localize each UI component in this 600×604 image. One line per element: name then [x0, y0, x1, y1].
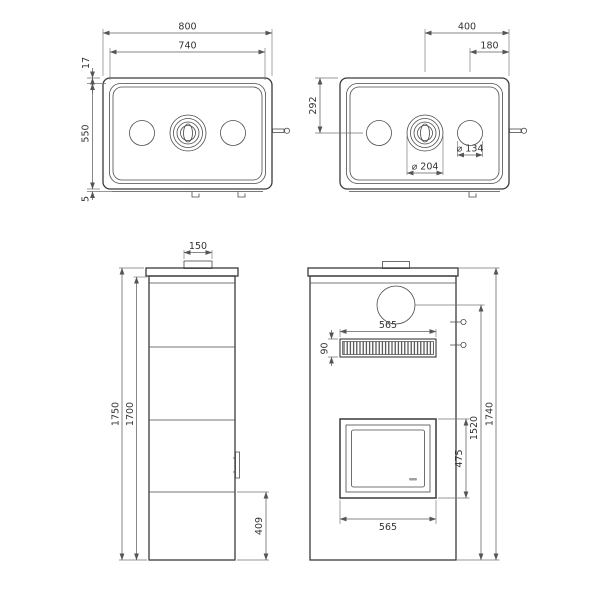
- dim-label-outlet-diameter: ⌀ 134: [457, 144, 484, 155]
- top-plate-edge: [145, 267, 239, 277]
- left-ring-circle: [129, 120, 155, 146]
- dim-label-409: 409: [254, 517, 265, 535]
- ext-lines-1740: [456, 267, 500, 561]
- door-handle-rod: [272, 127, 290, 134]
- control-knob-top: [460, 318, 467, 325]
- control-knob-bottom: [460, 341, 467, 348]
- ext-lines-740: [109, 48, 266, 80]
- ext-lines-800: [102, 29, 273, 76]
- dim-label-grille-width: 565: [379, 320, 397, 331]
- top-view-left: [102, 77, 290, 198]
- dim-label-17: 17: [81, 57, 92, 69]
- stove-body: [148, 275, 236, 561]
- ext-lines-292: [315, 77, 363, 134]
- flue-outlet-rings: [406, 114, 444, 152]
- door-handle-side: [233, 451, 240, 479]
- stove-door: [339, 418, 437, 499]
- ext-lines-400: [424, 29, 510, 76]
- left-ring-circle: [366, 120, 392, 146]
- brand-mark: [409, 478, 417, 481]
- dim-label-1750: 1750: [111, 402, 122, 426]
- dim-label-400: 400: [458, 22, 476, 33]
- convection-grille: [339, 338, 437, 358]
- top-view-right: [339, 77, 528, 198]
- dim-label-1520: 1520: [469, 416, 480, 440]
- door-window: [351, 429, 425, 488]
- front-view-dimensions: 565 90 565 475 1520 1740: [320, 267, 500, 561]
- flue-outlet-rings: [169, 114, 207, 152]
- dim-label-1740: 1740: [485, 402, 496, 426]
- flue-circle: [376, 285, 416, 325]
- dim-label-grille-height: 90: [320, 342, 331, 354]
- top-plate-outline: [102, 77, 273, 190]
- dim-label-5: 5: [81, 196, 92, 202]
- door-frame: [339, 418, 437, 499]
- top-plate-outline: [339, 77, 510, 190]
- panel-seam-lines: [149, 282, 235, 493]
- ext-lines-204: [406, 136, 444, 175]
- top-plate-inner-edge: [346, 83, 503, 184]
- top-plate-edge: [307, 267, 459, 277]
- grille-slats: [342, 341, 434, 355]
- dim-label-550: 550: [81, 124, 92, 142]
- side-view-dimensions: 150 1750 1700 409: [111, 241, 269, 561]
- ext-lines-565-door: [339, 500, 437, 524]
- rear-latch-left: [191, 191, 200, 198]
- side-view: [145, 260, 240, 561]
- rear-latch-right: [237, 191, 246, 198]
- top-view-right-dimensions: 400 180 292 ⌀ 204 ⌀ 134: [308, 22, 510, 176]
- stove-body: [309, 275, 457, 561]
- dim-label-door-height: 475: [454, 449, 465, 467]
- top-plate-groove: [349, 86, 500, 181]
- right-ring-circle: [220, 120, 246, 146]
- dim-label-740: 740: [178, 41, 196, 52]
- dim-label-door-width: 565: [379, 522, 397, 533]
- dim-label-1700: 1700: [125, 402, 136, 426]
- top-plate-inner-edge: [109, 83, 266, 184]
- front-view: [307, 261, 467, 561]
- air-control-rods: [450, 318, 467, 348]
- top-plate-groove: [112, 86, 263, 181]
- dim-label-150: 150: [189, 241, 207, 252]
- door-handle-rod: [509, 127, 528, 134]
- rear-latch: [468, 191, 477, 198]
- dim-label-flue-diameter: ⌀ 204: [412, 162, 439, 173]
- dim-label-180: 180: [480, 41, 498, 52]
- door-inner-frame: [345, 424, 431, 493]
- dim-label-800: 800: [178, 22, 196, 33]
- top-view-left-dimensions: 800 740 550 17 5: [81, 22, 273, 202]
- outlet-circle: [457, 120, 483, 146]
- dim-label-292: 292: [308, 96, 319, 114]
